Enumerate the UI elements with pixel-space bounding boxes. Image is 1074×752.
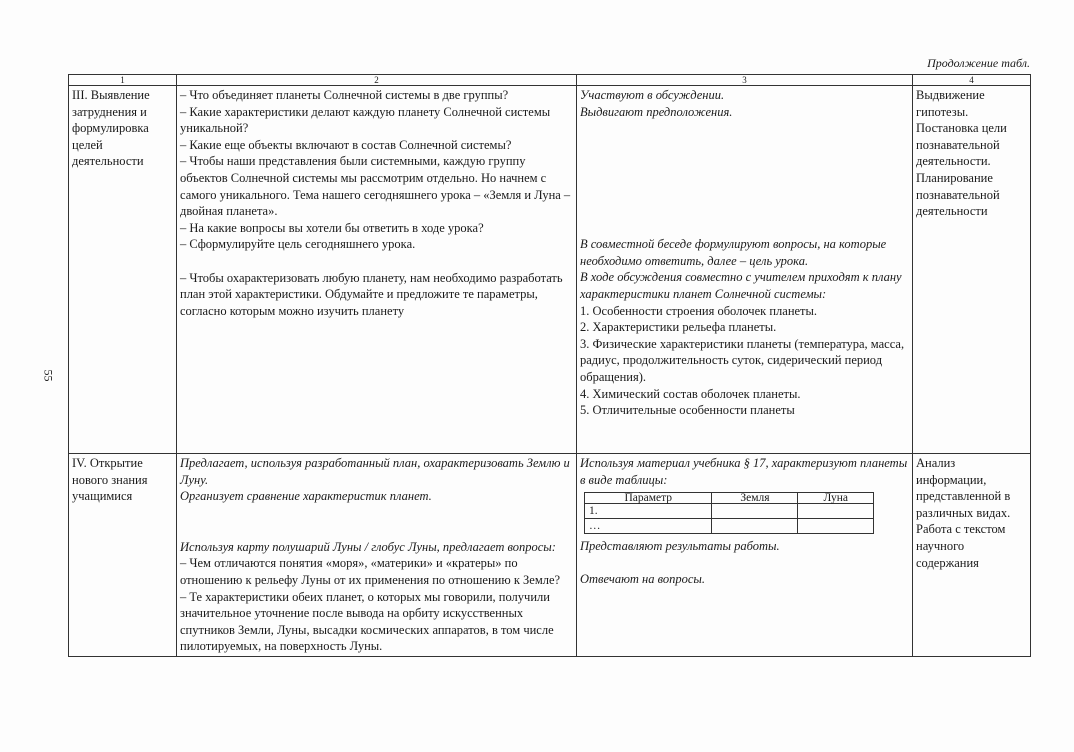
students-line: Отвечают на вопросы. bbox=[580, 572, 706, 587]
lesson-table: 1 2 3 4 III. Выявление затруднения и фор… bbox=[68, 74, 1031, 657]
teacher-line: – Какие характеристики делают каждую пла… bbox=[180, 104, 551, 136]
plan-item: 4. Химический состав оболочек планеты. bbox=[580, 386, 801, 401]
col-header-2: 2 bbox=[176, 74, 577, 86]
plan-item: 5. Отличительные особенности планеты bbox=[580, 403, 795, 418]
teacher-line: – Чтобы наши представления были системны… bbox=[180, 154, 571, 219]
students-cell: Используя материал учебника § 17, характ… bbox=[576, 453, 913, 657]
teacher-line: Организует сравнение характеристик плане… bbox=[180, 489, 432, 504]
teacher-line: – Те характеристики обеих планет, о кото… bbox=[180, 589, 554, 654]
comparison-cell: 1. bbox=[583, 503, 713, 520]
teacher-line: – Чтобы охарактеризовать любую планету, … bbox=[180, 270, 563, 318]
continued-label: Продолжение табл. bbox=[927, 56, 1030, 70]
teacher-line: – Чем отличаются понятия «моря», «матери… bbox=[180, 556, 561, 587]
stage-cell: IV. Открытие нового знания учащимися bbox=[68, 453, 177, 657]
teacher-line: – На какие вопросы вы хотели бы ответить… bbox=[180, 220, 484, 235]
comparison-cell: … bbox=[583, 518, 713, 535]
students-cell: Участвуют в обсуждении. Выдвигают предпо… bbox=[576, 85, 913, 454]
table-row: IV. Открытие нового знания учащимися Пре… bbox=[68, 453, 1031, 657]
comparison-cell bbox=[711, 503, 799, 520]
plan-item: 3. Физические характеристики планеты (те… bbox=[580, 336, 905, 384]
students-line: Выдвигают предположения. bbox=[580, 104, 733, 119]
teacher-line: – Какие еще объекты включают в состав Со… bbox=[180, 137, 512, 152]
header-row: 1 2 3 4 bbox=[68, 74, 1031, 86]
plan-item: 2. Характеристики рельефа планеты. bbox=[580, 320, 777, 335]
comparison-row: … bbox=[583, 518, 874, 535]
students-line: В ходе обсуждения совместно с учителем п… bbox=[580, 270, 902, 301]
teacher-cell: – Что объединяет планеты Солнечной систе… bbox=[176, 85, 577, 454]
plan-item: 1. Особенности строения оболочек планеты… bbox=[580, 303, 818, 318]
comparison-cell bbox=[711, 518, 799, 535]
comparison-col-header: Параметр bbox=[583, 492, 713, 505]
comparison-cell bbox=[797, 503, 874, 520]
teacher-line: Предлагает, используя разработанный план… bbox=[180, 456, 570, 487]
stage-cell: III. Выявление затруднения и формулировк… bbox=[68, 85, 177, 454]
uud-cell: Анализ информации, представленной в разл… bbox=[912, 453, 1031, 657]
comparison-col-header: Луна bbox=[797, 492, 874, 505]
students-line: Используя материал учебника § 17, характ… bbox=[580, 456, 908, 487]
comparison-table: Параметр Земля Луна 1. … bbox=[583, 492, 874, 535]
teacher-cell: Предлагает, используя разработанный план… bbox=[176, 453, 577, 657]
col-header-3: 3 bbox=[576, 74, 913, 86]
page-number: 55 bbox=[41, 369, 56, 382]
table-row: III. Выявление затруднения и формулировк… bbox=[68, 85, 1031, 454]
comparison-cell bbox=[797, 518, 874, 535]
uud-cell: Выдвижение гипотезы. Постановка цели поз… bbox=[912, 85, 1031, 454]
students-line: Участвуют в обсуждении. bbox=[580, 88, 725, 102]
teacher-line: Используя карту полушарий Луны / глобус … bbox=[180, 539, 556, 554]
comparison-header: Параметр Земля Луна bbox=[583, 492, 874, 505]
teacher-line: – Что объединяет планеты Солнечной систе… bbox=[180, 88, 509, 102]
students-line: В совместной беседе формулируют вопросы,… bbox=[580, 237, 887, 268]
teacher-line: – Сформулируйте цель сегодняшнего урока. bbox=[180, 237, 416, 252]
col-header-1: 1 bbox=[68, 74, 177, 86]
comparison-row: 1. bbox=[583, 503, 874, 520]
col-header-4: 4 bbox=[912, 74, 1031, 86]
comparison-col-header: Земля bbox=[711, 492, 799, 505]
students-line: Представляют результаты работы. bbox=[580, 539, 780, 554]
